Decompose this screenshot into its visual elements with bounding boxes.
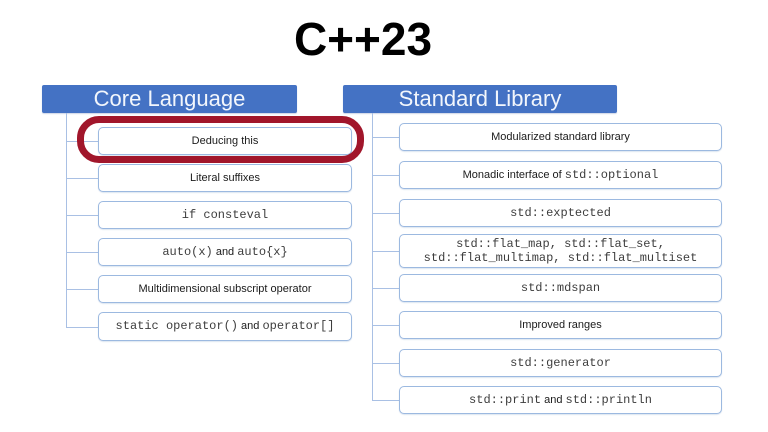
feature-box-core-language-2: if consteval bbox=[98, 201, 352, 229]
label-text: Modularized standard library bbox=[491, 130, 630, 143]
feature-box-core-language-5: static operator() and operator[] bbox=[98, 312, 352, 341]
label-text: Multidimensional subscript operator bbox=[138, 282, 312, 295]
label-text: and bbox=[237, 320, 263, 333]
feature-box-standard-library-1: Monadic interface of std::optional bbox=[399, 161, 722, 189]
feature-label-line: std::exptected bbox=[510, 206, 611, 220]
tree-connector bbox=[372, 175, 399, 176]
label-text: Improved ranges bbox=[519, 318, 602, 331]
code-text: std::flat_multimap, std::flat_multiset bbox=[423, 251, 698, 265]
tree-connector bbox=[66, 178, 98, 179]
feature-box-standard-library-6: std::generator bbox=[399, 349, 722, 377]
label-text: and bbox=[212, 245, 238, 258]
feature-label-line: Literal suffixes bbox=[190, 172, 260, 185]
feature-box-standard-library-0: Modularized standard library bbox=[399, 123, 722, 151]
feature-box-core-language-1: Literal suffixes bbox=[98, 164, 352, 192]
feature-label-line: Modularized standard library bbox=[491, 131, 630, 144]
feature-label-line: Improved ranges bbox=[519, 319, 602, 332]
feature-label-line: Monadic interface of std::optional bbox=[463, 168, 659, 182]
tree-connector bbox=[372, 251, 399, 252]
feature-box-core-language-4: Multidimensional subscript operator bbox=[98, 275, 352, 303]
code-text: std::mdspan bbox=[520, 280, 601, 295]
feature-box-standard-library-7: std::print and std::println bbox=[399, 386, 722, 414]
feature-label-line: std::generator bbox=[510, 356, 611, 370]
tree-connector bbox=[372, 325, 399, 326]
tree-connector bbox=[372, 288, 399, 289]
tree-connector bbox=[66, 327, 98, 328]
feature-label-line: Deducing this bbox=[192, 135, 259, 148]
tree-connector bbox=[66, 289, 98, 290]
feature-box-standard-library-2: std::exptected bbox=[399, 199, 722, 227]
tree-connector bbox=[66, 141, 98, 142]
code-text: std::flat_map, std::flat_set, bbox=[456, 236, 665, 251]
tree-trunk-standard-library bbox=[372, 113, 373, 400]
code-text: std::print bbox=[469, 392, 542, 407]
code-text: auto{x} bbox=[237, 244, 288, 259]
feature-box-standard-library-4: std::mdspan bbox=[399, 274, 722, 302]
feature-label-line: std::flat_multimap, std::flat_multiset bbox=[424, 251, 698, 265]
column-header-standard-library: Standard Library bbox=[343, 85, 617, 113]
feature-box-standard-library-3: std::flat_map, std::flat_set,std::flat_m… bbox=[399, 234, 722, 268]
tree-connector bbox=[372, 137, 399, 138]
code-text: auto(x) bbox=[162, 244, 213, 259]
code-text: if consteval bbox=[181, 207, 269, 222]
code-text: std::generator bbox=[510, 355, 611, 370]
code-text: std::optional bbox=[564, 167, 659, 182]
tree-connector bbox=[372, 363, 399, 364]
code-text: std::exptected bbox=[510, 205, 611, 220]
column-header-core-language: Core Language bbox=[42, 85, 297, 113]
tree-connector bbox=[372, 213, 399, 214]
tree-trunk-core-language bbox=[66, 113, 67, 327]
tree-connector bbox=[66, 215, 98, 216]
code-text: std::println bbox=[565, 392, 652, 407]
feature-box-core-language-3: auto(x) and auto{x} bbox=[98, 238, 352, 266]
code-text: operator[] bbox=[262, 319, 335, 334]
feature-label-line: if consteval bbox=[182, 208, 268, 222]
label-text: Monadic interface of bbox=[462, 168, 565, 181]
feature-label-line: std::flat_map, std::flat_set, bbox=[456, 237, 665, 251]
slide-title: C++23 bbox=[293, 13, 433, 65]
tree-connector bbox=[66, 252, 98, 253]
feature-label-line: static operator() and operator[] bbox=[116, 319, 335, 333]
label-text: and bbox=[541, 393, 566, 406]
feature-label-line: Multidimensional subscript operator bbox=[138, 283, 311, 296]
feature-label-line: auto(x) and auto{x} bbox=[162, 245, 287, 259]
tree-connector bbox=[372, 400, 399, 401]
feature-label-line: std::print and std::println bbox=[469, 393, 652, 407]
label-text: Literal suffixes bbox=[189, 171, 261, 184]
feature-box-core-language-0: Deducing this bbox=[98, 127, 352, 155]
label-text: Deducing this bbox=[191, 134, 259, 147]
code-text: static operator() bbox=[115, 319, 238, 334]
feature-box-standard-library-5: Improved ranges bbox=[399, 311, 722, 339]
feature-label-line: std::mdspan bbox=[521, 281, 600, 295]
